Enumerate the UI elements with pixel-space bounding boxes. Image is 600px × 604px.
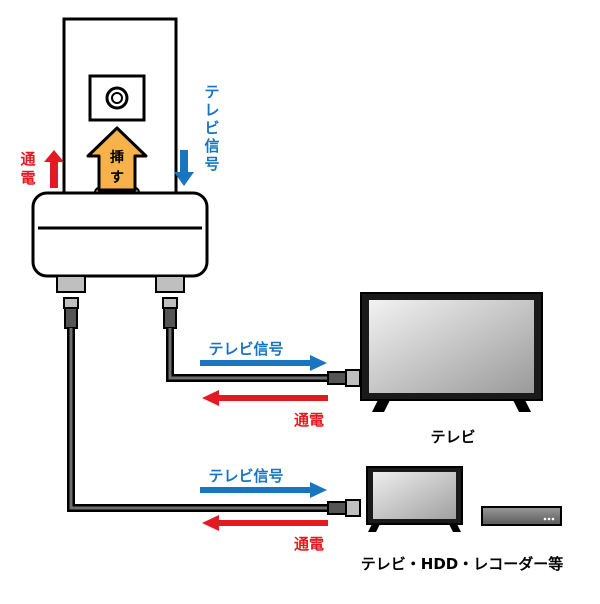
device-plug bbox=[327, 499, 361, 517]
tv-signal-label-lower: テレビ信号 bbox=[208, 467, 283, 485]
tv-icon bbox=[360, 292, 543, 412]
small-tv-icon bbox=[366, 466, 463, 532]
signal-down-arrow bbox=[174, 150, 194, 186]
signal-arrow-upper bbox=[200, 355, 327, 371]
tv-caption: テレビ bbox=[430, 428, 475, 446]
power-arrow-lower bbox=[202, 515, 328, 531]
devices-caption: テレビ・HDD・レコーダー等 bbox=[361, 555, 563, 573]
power-up-arrow bbox=[44, 150, 64, 188]
tv-plug bbox=[327, 369, 361, 387]
cable-plug-right bbox=[162, 297, 178, 329]
recorder-icon bbox=[481, 506, 562, 526]
tv-signal-label-upper: テレビ信号 bbox=[208, 340, 283, 358]
signal-vertical-char: ビ bbox=[204, 119, 219, 137]
insert-arrow: 挿 す bbox=[86, 126, 148, 192]
insert-label-1: 挿 bbox=[110, 149, 124, 166]
power-top-label-2: 電 bbox=[20, 169, 35, 187]
power-top-label-1: 通 bbox=[20, 150, 35, 168]
signal-vertical-label: テレビ信号 bbox=[204, 83, 219, 173]
signal-vertical-char: 信 bbox=[204, 137, 219, 155]
power-label-lower: 通電 bbox=[294, 535, 324, 553]
power-label-upper: 通電 bbox=[294, 411, 324, 429]
signal-vertical-char: レ bbox=[204, 101, 219, 119]
power-arrow-upper bbox=[202, 390, 328, 406]
signal-vertical-char: 号 bbox=[204, 155, 219, 173]
insert-label-2: す bbox=[110, 170, 124, 186]
signal-vertical-char: テ bbox=[204, 83, 219, 101]
cable-plug-left bbox=[63, 297, 79, 329]
cable-to-devices bbox=[67, 328, 330, 512]
signal-arrow-lower bbox=[200, 482, 327, 498]
splitter-box-icon bbox=[31, 191, 209, 293]
